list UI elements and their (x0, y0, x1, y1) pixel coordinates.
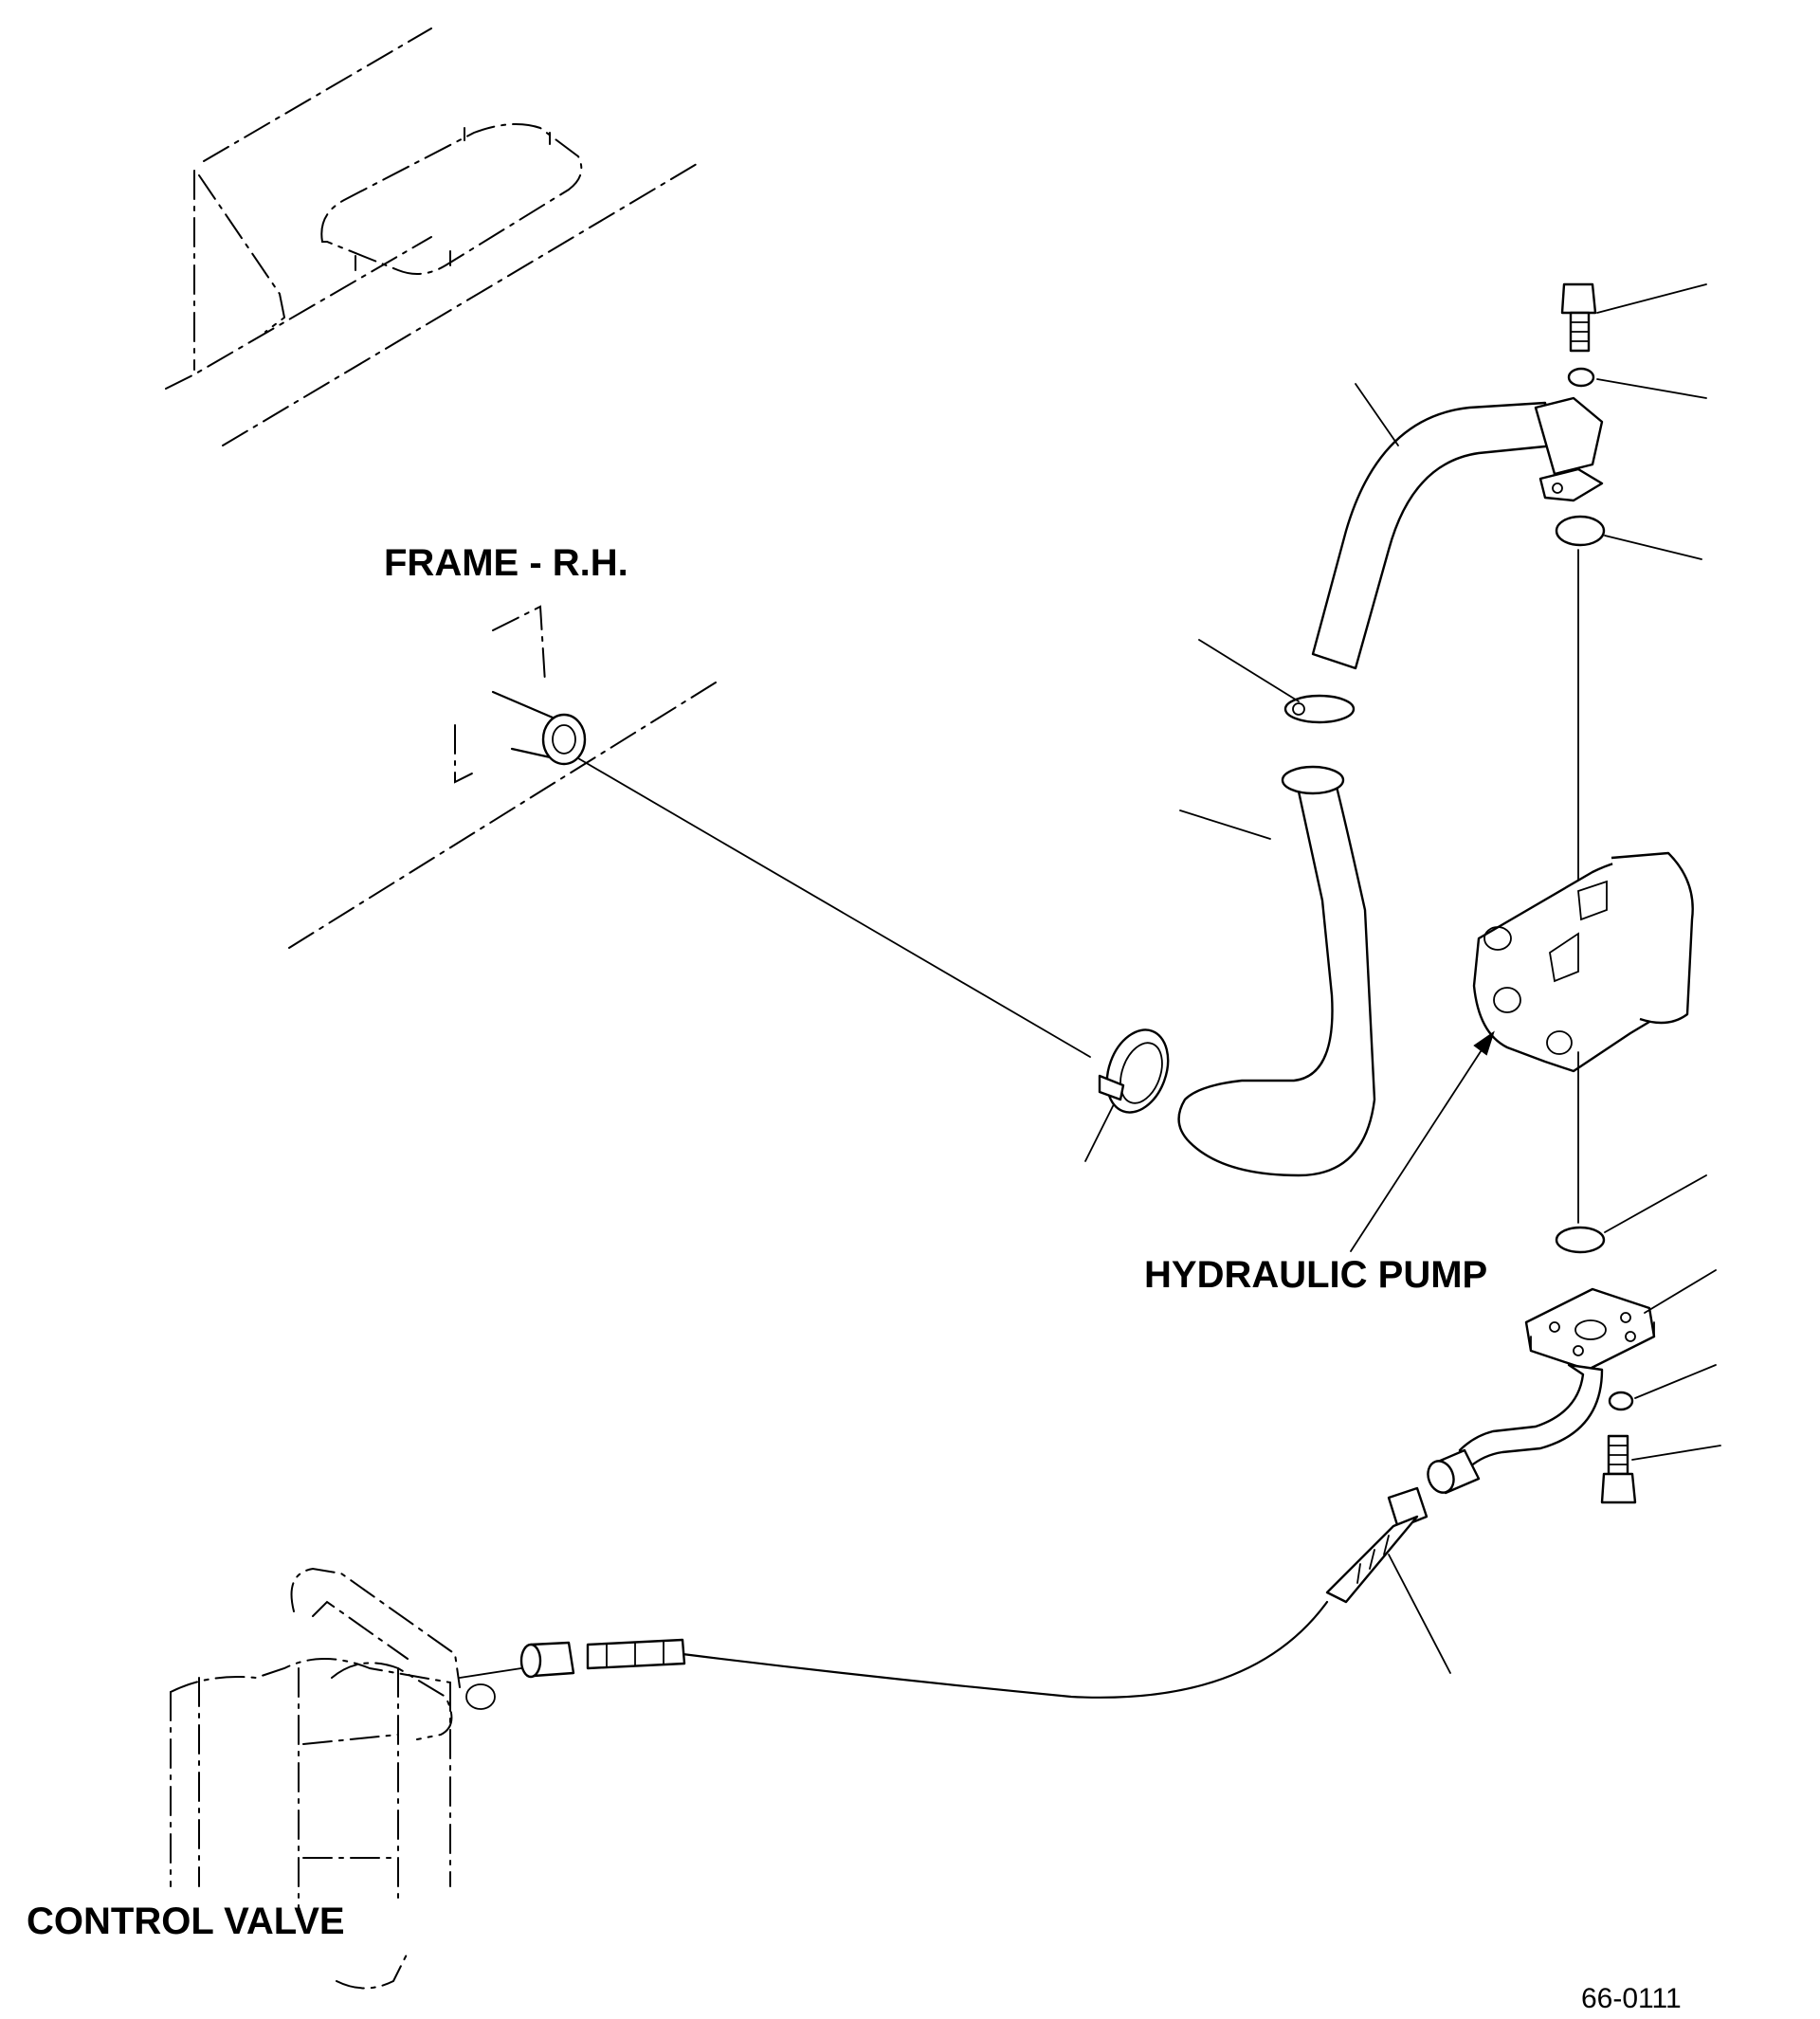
lower-flange-bolt (1600, 1434, 1637, 1504)
upper-flange-bolt (1560, 282, 1597, 353)
hose-leader (1179, 809, 1271, 840)
upper-bolt-leader (1596, 283, 1707, 314)
small-clamp-leader (1198, 639, 1300, 702)
pressure-tube-leader (1644, 1269, 1717, 1314)
lower-o-ring (1555, 1226, 1606, 1254)
label-hydraulic-pump: HYDRAULIC PUMP (1144, 1254, 1487, 1296)
hose-clamp-small (1283, 694, 1356, 724)
lower-o-ring-leader (1604, 1174, 1707, 1233)
high-pressure-hose (519, 1486, 1429, 1699)
suction-pipe-upper (1311, 396, 1604, 670)
suction-hose (1177, 765, 1376, 1177)
upper-o-ring-leader (1604, 535, 1702, 560)
drawing-number: 66-0111 (1581, 1983, 1682, 2014)
upper-pipe-leader (1355, 383, 1399, 446)
frame-tube-bracket (288, 605, 717, 949)
lower-bolt-leader (1631, 1445, 1721, 1461)
upper-o-ring (1555, 515, 1606, 547)
label-control-valve: CONTROL VALVE (27, 1901, 345, 1942)
high-pressure-hose-leader (1388, 1554, 1451, 1674)
upper-washer-leader (1596, 378, 1707, 399)
hydraulic-pump (1472, 851, 1694, 1073)
frame-outline (165, 27, 702, 446)
label-frame-rh: FRAME - R.H. (384, 542, 628, 584)
frame-to-clamp-leader (577, 757, 1091, 1058)
control-valve (170, 1567, 496, 1990)
pump-pointer-arrow (1350, 1030, 1495, 1252)
hose-clamp-large (1098, 1028, 1170, 1114)
lower-washer-leader (1634, 1364, 1717, 1399)
lower-lock-washer (1608, 1391, 1634, 1411)
upper-lock-washer (1567, 367, 1595, 388)
tube-fitting (1427, 1448, 1481, 1495)
large-clamp-leader (1084, 1103, 1115, 1162)
valve-port-line (459, 1667, 522, 1679)
